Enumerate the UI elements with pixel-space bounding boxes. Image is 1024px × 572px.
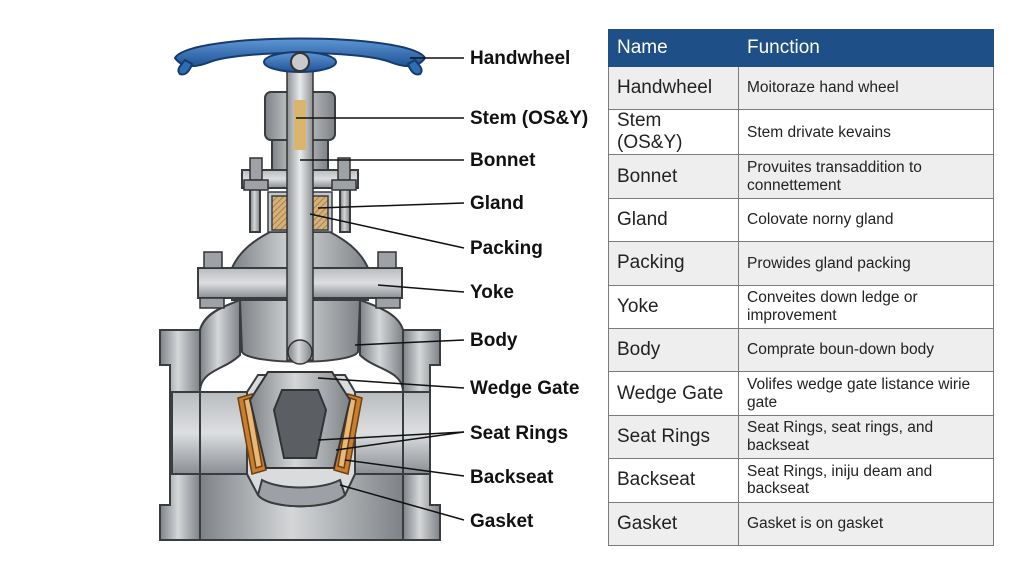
row-function: Seat Rings, seat rings, and backseat bbox=[738, 414, 994, 460]
callout-gasket: Gasket bbox=[470, 511, 534, 532]
row-name: Bonnet bbox=[608, 154, 739, 199]
callout-seat-rings: Seat Rings bbox=[470, 423, 569, 444]
table-row: Bonnet Provuites transaddition to connet… bbox=[608, 154, 994, 199]
row-name: Seat Rings bbox=[608, 414, 739, 460]
row-function: Stem drivate kevains bbox=[738, 109, 994, 156]
table-row: Backseat Seat Rings, iniju deam and back… bbox=[608, 458, 994, 503]
callout-packing: Packing bbox=[470, 238, 543, 259]
row-function: Colovate norny gland bbox=[738, 197, 994, 243]
row-name: Body bbox=[608, 327, 739, 373]
bolts bbox=[199, 157, 401, 309]
stem bbox=[286, 59, 314, 365]
callout-body: Body bbox=[470, 330, 518, 351]
callout-gland: Gland bbox=[470, 193, 524, 214]
callout-handwheel: Handwheel bbox=[470, 48, 571, 69]
wedge-gate bbox=[248, 371, 352, 469]
row-name: Wedge Gate bbox=[608, 371, 739, 416]
callout-bonnet: Bonnet bbox=[470, 150, 536, 171]
row-name: Backseat bbox=[608, 458, 739, 503]
header-name: Name bbox=[608, 29, 739, 67]
table-row: Gland Colovate norny gland bbox=[608, 197, 994, 243]
row-name: Packing bbox=[608, 241, 739, 286]
seat-rings bbox=[237, 393, 363, 475]
row-function: Volifes wedge gate listance wirie gate bbox=[738, 371, 994, 416]
callout-stem: Stem (OS&Y) bbox=[470, 108, 589, 129]
row-name: Gasket bbox=[608, 501, 739, 546]
table-row: Packing Prowides gland packing bbox=[608, 241, 994, 286]
header-function: Function bbox=[738, 29, 994, 67]
row-name: Gland bbox=[608, 197, 739, 243]
row-function: Gasket is on gasket bbox=[738, 501, 994, 546]
table-row: Body Comprate boun-down body bbox=[608, 327, 994, 373]
table-row: Yoke Conveites down ledge or improvement bbox=[608, 284, 994, 329]
table-row: Seat Rings Seat Rings, seat rings, and b… bbox=[608, 414, 994, 460]
table-row: Stem (OS&Y) Stem drivate kevains bbox=[608, 109, 994, 156]
parts-table: Name Function Handwheel Moitoraze hand w… bbox=[608, 29, 994, 546]
table-header-row: Name Function bbox=[608, 29, 994, 67]
table-row: Gasket Gasket is on gasket bbox=[608, 501, 994, 546]
callout-wedge-gate: Wedge Gate bbox=[470, 378, 580, 399]
row-name: Yoke bbox=[608, 284, 739, 329]
handwheel bbox=[173, 37, 427, 76]
table-row: Wedge Gate Volifes wedge gate listance w… bbox=[608, 371, 994, 416]
table-row: Handwheel Moitoraze hand wheel bbox=[608, 65, 994, 111]
row-function: Conveites down ledge or improvement bbox=[738, 284, 994, 329]
callout-backseat: Backseat bbox=[470, 467, 554, 488]
row-function: Seat Rings, iniju deam and backseat bbox=[738, 458, 994, 503]
row-name: Handwheel bbox=[608, 65, 739, 111]
row-name: Stem (OS&Y) bbox=[608, 109, 739, 156]
row-function: Prowides gland packing bbox=[738, 241, 994, 286]
gate-valve-cutaway bbox=[159, 37, 465, 541]
leader-lines bbox=[296, 57, 465, 521]
row-function: Comprate boun-down body bbox=[738, 327, 994, 373]
callout-yoke: Yoke bbox=[470, 282, 515, 303]
row-function: Moitoraze hand wheel bbox=[738, 65, 994, 111]
row-function: Provuites transaddition to connettement bbox=[738, 154, 994, 199]
